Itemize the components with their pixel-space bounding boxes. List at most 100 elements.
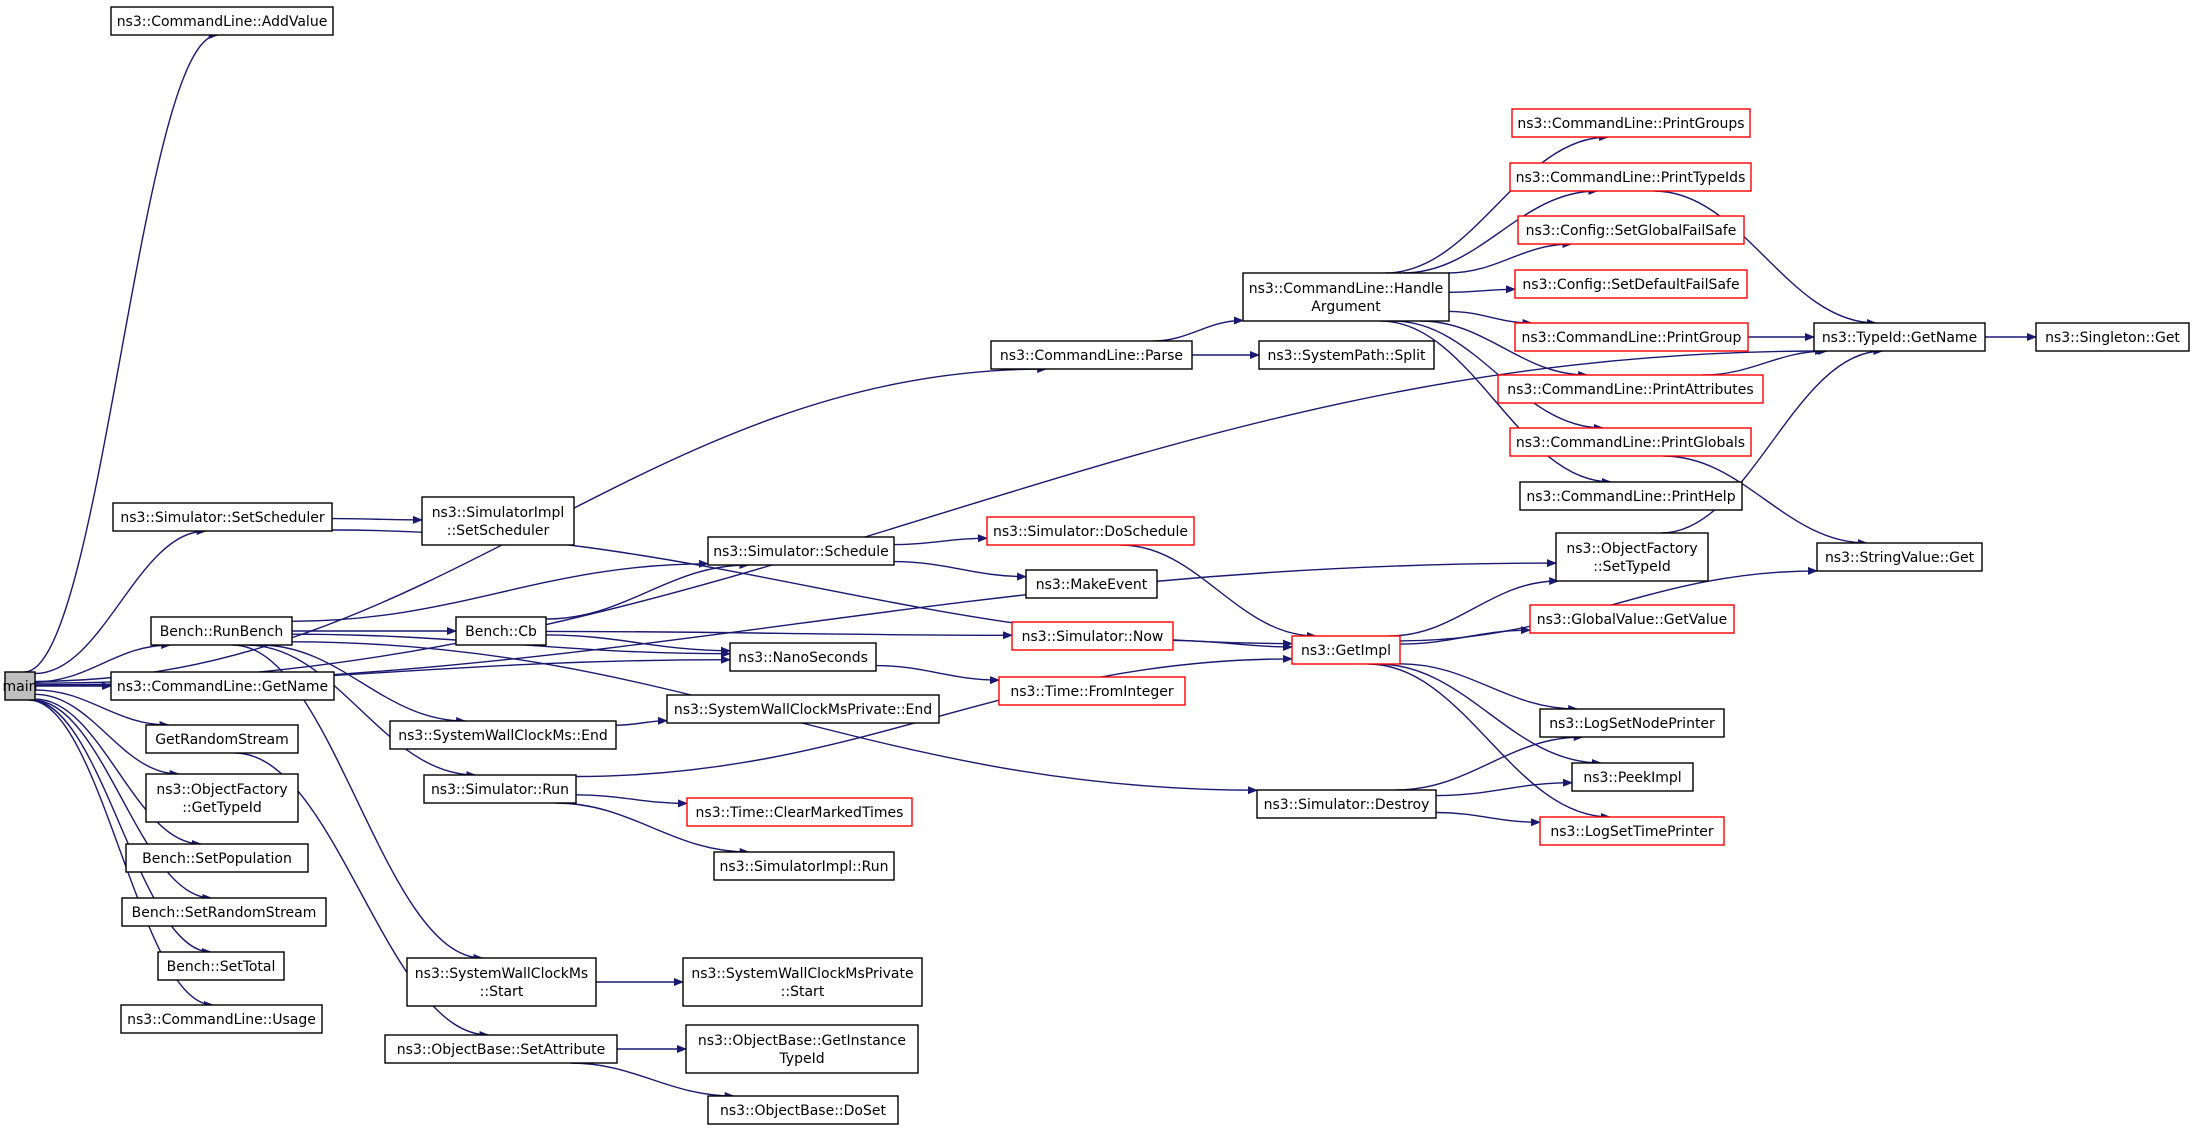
- node-label: GetRandomStream: [155, 732, 289, 748]
- node-label: ns3::SystemWallClockMsPrivate: [691, 966, 913, 982]
- node-box: [150, 616, 293, 646]
- node-label: ns3::CommandLine::Parse: [1000, 348, 1183, 364]
- node-settotal[interactable]: Bench::SetTotal: [157, 951, 285, 981]
- node-simrun[interactable]: ns3::Simulator::Run: [423, 774, 577, 804]
- node-clgetname[interactable]: ns3::CommandLine::GetName: [110, 671, 335, 701]
- node-label: Bench::RunBench: [160, 624, 284, 640]
- edge-main-to-typeidgetname: [34, 347, 1826, 684]
- node-setrandomstream[interactable]: Bench::SetRandomStream: [121, 897, 327, 927]
- node-box: [110, 6, 334, 36]
- node-clearmarked[interactable]: ns3::Time::ClearMarkedTimes: [686, 797, 913, 827]
- node-label: ns3::CommandLine::PrintGlobals: [1516, 435, 1745, 451]
- node-label: ns3::ObjectBase::SetAttribute: [397, 1042, 605, 1058]
- node-typeidgetname[interactable]: ns3::TypeId::GetName: [1813, 322, 1986, 352]
- node-label: ns3::Simulator::Now: [1022, 629, 1164, 645]
- node-label: ns3::LogSetNodePrinter: [1549, 716, 1715, 732]
- node-box: [682, 957, 923, 1007]
- node-printattributes[interactable]: ns3::CommandLine::PrintAttributes: [1497, 374, 1764, 404]
- node-box: [421, 496, 575, 546]
- edge-setscheduler-to-implsetscheduler: [331, 515, 423, 524]
- edge-benchcb-to-simnow: [545, 630, 1013, 640]
- node-peekimpl[interactable]: ns3::PeekImpl: [1571, 762, 1694, 792]
- edge-simdestroy-to-peekimpl: [1435, 778, 1573, 797]
- node-box: [157, 951, 285, 981]
- node-ofgettypeid[interactable]: ns3::ObjectFactory::GetTypeId: [145, 773, 299, 823]
- node-runbench[interactable]: Bench::RunBench: [150, 616, 293, 646]
- node-box: [1514, 269, 1748, 299]
- node-benchcb[interactable]: Bench::Cb: [455, 616, 547, 646]
- node-wcend[interactable]: ns3::SystemWallClockMs::End: [389, 720, 617, 750]
- node-box: [125, 843, 309, 873]
- node-addvalue[interactable]: ns3::CommandLine::AddValue: [110, 6, 334, 36]
- node-stringvalueget[interactable]: ns3::StringValue::Get: [1816, 542, 1983, 572]
- edge-simdestroy-to-logtimeprinter: [1435, 811, 1541, 827]
- node-setscheduler[interactable]: ns3::Simulator::SetScheduler: [112, 502, 333, 532]
- node-wcpend[interactable]: ns3::SystemWallClockMsPrivate::End: [666, 694, 940, 724]
- node-label: ns3::Singleton::Get: [2045, 330, 2180, 346]
- node-label: ns3::Config::SetDefaultFailSafe: [1522, 277, 1739, 293]
- node-box: [1025, 569, 1158, 599]
- node-label: ns3::PeekImpl: [1583, 770, 1681, 786]
- node-wcpstart[interactable]: ns3::SystemWallClockMsPrivate::Start: [682, 957, 923, 1007]
- node-box: [1517, 215, 1745, 245]
- node-printgroups[interactable]: ns3::CommandLine::PrintGroups: [1511, 108, 1751, 138]
- node-box: [1258, 340, 1435, 370]
- node-makeevent[interactable]: ns3::MakeEvent: [1025, 569, 1158, 599]
- node-schedule[interactable]: ns3::Simulator::Schedule: [707, 536, 895, 566]
- edge-setattribute-to-doset: [570, 1062, 735, 1100]
- node-label: ns3::SimulatorImpl::Run: [720, 859, 889, 875]
- node-getrandomstream[interactable]: GetRandomStream: [145, 724, 299, 754]
- edge-nanoseconds-to-frominteger: [875, 664, 1000, 685]
- node-simdestroy[interactable]: ns3::Simulator::Destroy: [1256, 789, 1437, 819]
- edge-handlearg-to-printtypeids: [1402, 187, 1599, 274]
- edge-runbench-to-wcend: [259, 644, 467, 725]
- node-frominteger[interactable]: ns3::Time::FromInteger: [998, 676, 1186, 706]
- node-usage[interactable]: ns3::CommandLine::Usage: [120, 1004, 323, 1034]
- edge-printattributes-to-typeidgetname: [1702, 347, 1829, 376]
- node-setpopulation[interactable]: Bench::SetPopulation: [125, 843, 309, 873]
- node-setattribute[interactable]: ns3::ObjectBase::SetAttribute: [384, 1034, 618, 1064]
- node-lognodeprinter[interactable]: ns3::LogSetNodePrinter: [1539, 708, 1725, 738]
- node-getimpl[interactable]: ns3::GetImpl: [1291, 635, 1401, 665]
- node-simnow[interactable]: ns3::Simulator::Now: [1011, 621, 1174, 651]
- node-box: [389, 720, 617, 750]
- node-doschedule[interactable]: ns3::Simulator::DoSchedule: [986, 516, 1195, 546]
- node-globalvaluegetvalue[interactable]: ns3::GlobalValue::GetValue: [1529, 604, 1735, 634]
- edge-handlearg-to-printgroups: [1385, 133, 1610, 274]
- node-label: ns3::ObjectBase::GetInstance: [698, 1033, 906, 1049]
- edge-main-to-runbench: [34, 641, 172, 683]
- node-box: [998, 676, 1186, 706]
- node-label: Bench::SetPopulation: [142, 851, 292, 867]
- node-printhelp[interactable]: ns3::CommandLine::PrintHelp: [1519, 481, 1743, 511]
- node-setglobalfailsafe[interactable]: ns3::Config::SetGlobalFailSafe: [1517, 215, 1745, 245]
- node-box: [121, 897, 327, 927]
- node-printtypeids[interactable]: ns3::CommandLine::PrintTypeIds: [1509, 162, 1752, 192]
- node-setdefaultfailsafe[interactable]: ns3::Config::SetDefaultFailSafe: [1514, 269, 1748, 299]
- node-implsetscheduler[interactable]: ns3::SimulatorImpl::SetScheduler: [421, 496, 575, 546]
- node-printglobals[interactable]: ns3::CommandLine::PrintGlobals: [1509, 427, 1752, 457]
- node-nanoseconds[interactable]: ns3::NanoSeconds: [729, 642, 877, 672]
- node-logtimeprinter[interactable]: ns3::LogSetTimePrinter: [1539, 816, 1725, 846]
- node-split[interactable]: ns3::SystemPath::Split: [1258, 340, 1435, 370]
- node-doset[interactable]: ns3::ObjectBase::DoSet: [707, 1095, 899, 1125]
- node-ofsettypeid[interactable]: ns3::ObjectFactory::SetTypeId: [1555, 532, 1709, 582]
- node-label: ns3::CommandLine::PrintAttributes: [1507, 382, 1753, 398]
- node-implrun[interactable]: ns3::SimulatorImpl::Run: [713, 851, 895, 881]
- node-printgroup[interactable]: ns3::CommandLine::PrintGroup: [1514, 322, 1749, 352]
- node-box: [110, 671, 335, 701]
- node-box: [685, 1024, 919, 1074]
- node-label: ns3::ObjectFactory: [156, 782, 287, 798]
- node-wcstart[interactable]: ns3::SystemWallClockMs::Start: [406, 957, 597, 1007]
- nodes-layer: mainns3::CommandLine::AddValuens3::Simul…: [3, 6, 2190, 1125]
- edge-simnow-to-getimpl: [1172, 639, 1293, 651]
- node-singletonget[interactable]: ns3::Singleton::Get: [2035, 322, 2190, 352]
- edge-runbench-to-wcstart: [232, 644, 484, 962]
- edge-runbench-to-schedule: [291, 559, 709, 622]
- node-parse[interactable]: ns3::CommandLine::Parse: [990, 340, 1193, 370]
- node-label: ns3::CommandLine::PrintTypeIds: [1516, 170, 1746, 186]
- node-box: [1816, 542, 1983, 572]
- node-box: [1242, 272, 1450, 322]
